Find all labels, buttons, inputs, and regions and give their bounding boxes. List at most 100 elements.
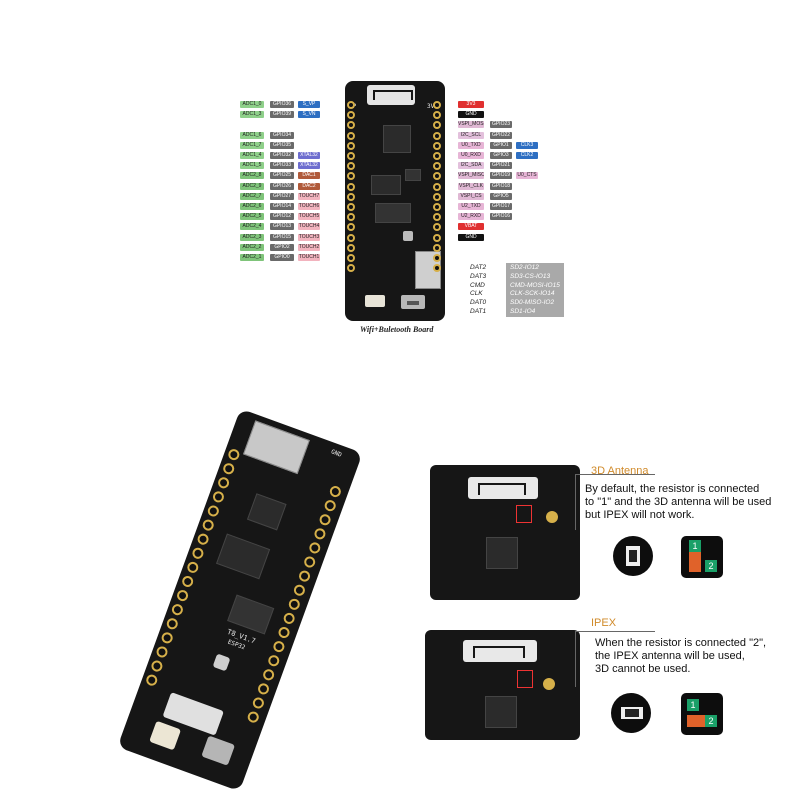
pin-tag: GND (458, 233, 484, 241)
header-pad (347, 264, 355, 273)
photo-pad (266, 653, 281, 668)
pin-tag: 3V3 (458, 101, 484, 108)
pin-tag: GPIO17 (490, 203, 512, 210)
photo-pad (287, 597, 302, 612)
photo-pad (226, 447, 241, 462)
pin-tag: GPIO34 (270, 131, 294, 139)
pin-tag: ADC2_5 (240, 213, 264, 221)
header-pad (347, 243, 355, 252)
header-pad (433, 111, 441, 120)
sd-pin-label: DAT1 (470, 308, 487, 315)
photo-pad (276, 625, 292, 640)
pin-tag: TOUCH4 (298, 223, 320, 231)
pin-tag: ADC2_7 (240, 192, 264, 200)
photo-pad (149, 659, 164, 674)
photo-chip-3 (227, 594, 275, 635)
header-pad (433, 213, 441, 222)
photo-jst (149, 720, 182, 751)
ipex-line1: When the resistor is connected "2", (595, 637, 767, 649)
antenna-3d-ipex-socket (546, 511, 558, 523)
header-pad (347, 152, 355, 160)
photo-pad (165, 616, 180, 631)
header-pad (433, 162, 441, 171)
antenna-3d-highlight (516, 505, 532, 523)
reset-button (403, 231, 413, 241)
photo-gnd-silk: GND (330, 448, 343, 459)
board-caption: Wifi+Buletooth Board (360, 325, 434, 334)
header-pad (433, 182, 441, 191)
header-pad (347, 233, 355, 242)
antenna-3d-pad1: 1 (689, 540, 701, 552)
photo-pad (144, 673, 159, 688)
photo-pad (180, 574, 195, 589)
pin-tag: GPIO5 (490, 192, 512, 200)
ipex-pad2: 2 (705, 715, 717, 727)
pin-tag: ADC2_2 (240, 243, 264, 251)
header-pad (433, 172, 441, 181)
pin-tag: GPIO3 (490, 152, 512, 159)
photo-pad (307, 540, 322, 555)
photo-pad (175, 588, 190, 603)
pin-tag: GPIO15 (270, 233, 294, 241)
ipex-socket (543, 678, 555, 690)
header-pad (433, 264, 441, 273)
pin-tag: GPIO12 (270, 213, 294, 221)
ch9102-chip (371, 175, 401, 195)
photo-pad (282, 611, 297, 626)
ipex-title-rule (575, 631, 655, 632)
antenna-3d-board (430, 465, 580, 600)
ipex-zoom-body (625, 709, 639, 717)
pin-tag: U2_TXD (458, 203, 484, 210)
ipex-line2: the IPEX antenna will be used, (595, 650, 745, 662)
pin-tag: GPIO23 (490, 121, 512, 129)
header-pad (433, 141, 441, 150)
photo-sd-slot (243, 420, 310, 475)
sd-pin-label: DAT0 (470, 299, 487, 307)
pin-tag: GPIO27 (270, 192, 294, 200)
pin-tag: VSPI_CS (458, 192, 484, 200)
antenna-3d-zoom-circle (613, 536, 653, 576)
header-pad (347, 162, 355, 171)
pin-tag: I2C_SCL (458, 131, 484, 139)
pin-tag: GPIO21 (490, 162, 512, 170)
photo-button (212, 653, 231, 672)
pin-tag: VBAT (458, 223, 484, 231)
antenna-3d-esp32 (486, 537, 518, 569)
photo-pad (328, 484, 343, 499)
pin-tag: VSPI_CLK (458, 182, 484, 190)
pinout-board: VP 3V3 (345, 81, 445, 321)
pin-tag: GPIO32 (270, 152, 294, 159)
antenna-3d-line3: but IPEX will not work. (585, 509, 695, 521)
pin-tag: GPIO18 (490, 182, 512, 190)
ipex-board (425, 630, 580, 740)
pin-tag: ADC1_3 (240, 111, 264, 119)
antenna-3d-line1: By default, the resistor is connected (585, 483, 760, 495)
pin-tag: TOUCH2 (298, 243, 320, 251)
usb-opening (407, 301, 419, 305)
header-pad (347, 111, 355, 120)
pin-tag: CLK2 (516, 152, 538, 159)
pin-tag: GPIO19 (490, 172, 512, 180)
antenna-3d-panel: 3D Antenna By default, the resistor is c… (425, 460, 795, 605)
antenna-3d-zoom-body (629, 550, 637, 562)
pin-tag: ADC1_5 (240, 162, 264, 170)
ipex-esp32 (485, 696, 517, 728)
sd-pin-value: SD0-MISO-IO2 (510, 299, 555, 307)
antenna-3d-trace (478, 483, 526, 495)
header-pad (347, 131, 355, 140)
pin-tag: VSPI_MISO (458, 172, 484, 180)
header-pad (433, 223, 441, 232)
photo-pad (297, 569, 312, 584)
board-photo: T8_V1.7 ESP32 GND (80, 400, 363, 792)
pin-tag: GPIO13 (270, 223, 294, 231)
photo-pad (292, 583, 307, 598)
photo-pad (211, 489, 226, 504)
photo-board: T8_V1.7 ESP32 GND (117, 408, 363, 792)
sd-pin-value: SD1-IO4 (510, 308, 536, 315)
photo-pad (318, 512, 333, 527)
photo-usb (201, 735, 236, 766)
pin-tag: ADC1_7 (240, 141, 264, 149)
ipex-zoom-circle (611, 693, 651, 733)
pin-tag: GPIO36 (270, 101, 294, 108)
ipex-zoom-square: 1 2 (681, 693, 723, 735)
